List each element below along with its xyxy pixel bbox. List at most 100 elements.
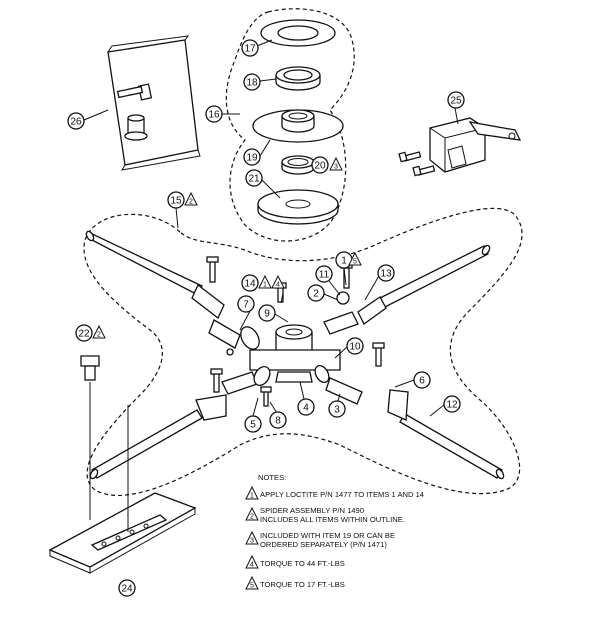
- part-20-seal: [281, 155, 315, 175]
- callout-2: 2: [307, 284, 325, 302]
- svg-text:4: 4: [276, 282, 280, 289]
- svg-text:8: 8: [275, 416, 281, 427]
- svg-text:2: 2: [189, 199, 193, 206]
- svg-text:3: 3: [250, 538, 254, 545]
- svg-text:SPIDER ASSEMBLY P/N 1490: SPIDER ASSEMBLY P/N 1490: [260, 506, 364, 515]
- svg-text:3: 3: [334, 405, 340, 416]
- callout-15: 15: [167, 191, 185, 209]
- notes-block: NOTES: 1 APPLY LOCTITE P/N 1477 TO ITEMS…: [245, 473, 424, 590]
- svg-text:14: 14: [244, 279, 256, 290]
- svg-text:26: 26: [70, 117, 82, 128]
- svg-text:2: 2: [97, 332, 101, 339]
- svg-text:24: 24: [121, 584, 133, 595]
- note-3: 3 INCLUDED WITH ITEM 19 OR CAN BE ORDERE…: [245, 530, 395, 549]
- part-18-bearing-race: [275, 66, 321, 91]
- insert-in-bag: [124, 114, 148, 141]
- callout-4: 4: [297, 398, 315, 416]
- part-17-washer: [260, 19, 336, 47]
- flag-20-3: 3: [329, 156, 343, 171]
- spider-arm-upper-left: [85, 230, 225, 320]
- svg-text:APPLY LOCTITE P/N 1477 TO ITE: APPLY LOCTITE P/N 1477 TO ITEMS 1 AND 14: [260, 490, 424, 499]
- callout-25: 25: [447, 91, 465, 109]
- svg-text:16: 16: [208, 110, 220, 121]
- bolt-in-bag: [116, 83, 153, 101]
- callout-21: 21: [245, 169, 263, 187]
- svg-text:5: 5: [250, 420, 256, 431]
- svg-text:4: 4: [303, 403, 309, 414]
- callout-12: 12: [443, 395, 461, 413]
- callout-8: 8: [269, 411, 287, 429]
- flag-15-2: 2: [184, 191, 198, 206]
- part-22-bolt: [80, 355, 100, 520]
- note-2: 2 SPIDER ASSEMBLY P/N 1490 INCLUDES ALL …: [245, 506, 405, 524]
- callout-22: 22: [75, 324, 93, 342]
- svg-text:6: 6: [419, 376, 425, 387]
- svg-text:12: 12: [446, 400, 458, 411]
- callout-7: 7: [237, 295, 255, 313]
- svg-text:1: 1: [341, 256, 347, 267]
- svg-text:3: 3: [334, 164, 338, 171]
- svg-text:11: 11: [319, 270, 330, 281]
- svg-text:9: 9: [264, 309, 270, 320]
- svg-text:5: 5: [250, 583, 254, 590]
- spider-assembly-outline: [83, 207, 523, 496]
- callout-14: 14: [241, 274, 259, 292]
- clamp-screws: [398, 151, 436, 177]
- callout-20: 20: [311, 156, 329, 174]
- callout-9: 9: [258, 304, 276, 322]
- part-25-clamp-block: [398, 117, 522, 177]
- callout-10: 10: [346, 337, 364, 355]
- hub-stack-outline: [225, 8, 355, 242]
- note-4: 4 TORQUE TO 44 FT.-LBS: [245, 554, 345, 569]
- svg-text:ORDERED SEPARATELY (P/N 1471): ORDERED SEPARATELY (P/N 1471): [260, 540, 387, 549]
- svg-text:19: 19: [246, 153, 258, 164]
- svg-text:10: 10: [349, 342, 361, 353]
- svg-text:1: 1: [263, 282, 267, 289]
- leader-lines: [83, 39, 459, 417]
- note-5: 5 TORQUE TO 17 FT.-LBS: [245, 575, 345, 590]
- svg-text:TORQUE TO 44 FT.-LBS: TORQUE TO 44 FT.-LBS: [260, 559, 345, 568]
- svg-text:20: 20: [314, 161, 326, 172]
- flag-22-2: 2: [92, 324, 106, 339]
- svg-text:15: 15: [170, 196, 182, 207]
- svg-text:TORQUE TO 17 FT.-LBS: TORQUE TO 17 FT.-LBS: [260, 580, 345, 589]
- callout-16: 16: [205, 105, 223, 123]
- callout-24: 24: [118, 579, 136, 597]
- callout-17: 17: [241, 39, 259, 57]
- callout-5: 5: [244, 415, 262, 433]
- spider-arm-lower-left: [89, 394, 227, 480]
- svg-text:5: 5: [353, 259, 357, 266]
- svg-text:INCLUDES ALL ITEMS WITHIN OUTL: INCLUDES ALL ITEMS WITHIN OUTLINE.: [260, 515, 405, 524]
- spider-arm-upper-right: [357, 244, 491, 325]
- spider-arm-lower-right: [387, 389, 505, 480]
- sleeves: [208, 311, 363, 405]
- notes-title: NOTES:: [258, 473, 286, 482]
- svg-text:7: 7: [243, 300, 249, 311]
- svg-text:22: 22: [78, 329, 90, 340]
- flag-14-1: 1: [258, 274, 272, 289]
- svg-text:18: 18: [246, 78, 258, 89]
- flag-1-5: 5: [348, 251, 362, 266]
- center-hub: [249, 324, 341, 383]
- callout-18: 18: [243, 73, 261, 91]
- svg-text:1: 1: [250, 493, 254, 500]
- part-19-plate: [252, 109, 344, 143]
- svg-text:2: 2: [313, 289, 319, 300]
- part-21-large-washer: [257, 189, 339, 225]
- part-26-hardware-bag: [107, 35, 201, 171]
- svg-text:25: 25: [450, 96, 462, 107]
- svg-text:21: 21: [248, 174, 260, 185]
- callout-6: 6: [413, 371, 431, 389]
- svg-text:13: 13: [380, 269, 392, 280]
- callout-11: 11: [315, 265, 333, 283]
- callout-3: 3: [328, 400, 346, 418]
- svg-text:17: 17: [244, 44, 256, 55]
- svg-text:2: 2: [250, 514, 254, 521]
- svg-text:INCLUDED WITH ITEM 19 OR CAN B: INCLUDED WITH ITEM 19 OR CAN BE: [260, 531, 395, 540]
- callout-13: 13: [377, 264, 395, 282]
- callout-1: 1: [335, 251, 353, 269]
- flag-14-4: 4: [271, 274, 285, 289]
- callout-19: 19: [243, 148, 261, 166]
